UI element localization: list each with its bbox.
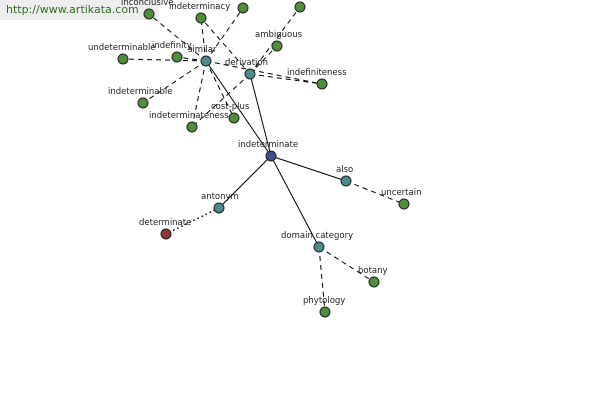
edge-domain-category-to-botany [318,246,375,283]
node-label-determinate[interactable]: determinate [139,218,191,228]
label-layer: indeterminate similar derivation also antony… [88,0,421,306]
edge-similar-to-undeterminable [122,58,207,62]
edge-similar-to-inconclusive [148,13,207,62]
node-label-also[interactable]: also [336,165,353,175]
node-leaf-top2[interactable] [294,1,306,13]
edge-similar-to-cost-plus [205,60,235,119]
node-label-phytology[interactable]: phytology [303,296,345,306]
node-label-inconclusive[interactable]: inconclusive [121,0,173,8]
edge-similar-to-leaf-top1 [205,7,244,62]
edge-antonym-to-determinate [165,207,220,235]
edge-indeterminate-to-domain-category [270,155,320,248]
edge-derivation-to-indeterminacy [200,17,251,75]
node-indefiniteness[interactable] [316,78,328,90]
node-label-botany[interactable]: botany [358,266,388,276]
node-similar[interactable] [200,55,212,67]
edge-similar-to-indeterminacy [200,17,207,62]
node-indeterminable[interactable] [137,97,149,109]
node-antonym[interactable] [213,202,225,214]
edge-indeterminate-to-also [270,155,347,182]
node-cost-plus[interactable] [228,112,240,124]
edge-indeterminate-to-antonym [218,155,272,209]
node-label-indefinity[interactable]: indefinity [152,41,192,51]
node-label-uncertain[interactable]: uncertain [381,188,421,198]
artikata-url-watermark[interactable]: http://www.artikata.com [0,0,159,20]
edge-derivation-to-leaf-top2 [249,6,301,75]
edge-similar-to-indefiniteness [205,60,323,85]
node-derivation[interactable] [244,68,256,80]
edge-derivation-to-ambiguous [249,45,278,75]
node-label-cost-plus[interactable]: cost-plus [211,102,250,112]
node-determinate[interactable] [160,228,172,240]
node-indeterminate[interactable] [265,150,277,162]
node-label-indeterminateness[interactable]: indeterminateness [149,111,229,121]
edge-indeterminate-to-similar [205,60,272,157]
node-botany[interactable] [368,276,380,288]
edge-indeterminate-to-derivation [249,73,272,157]
node-phytology[interactable] [319,306,331,318]
node-label-indeterminate[interactable]: indeterminate [238,140,298,150]
edge-derivation-to-indeterminateness [191,73,251,128]
edge-derivation-to-indefiniteness [249,73,323,85]
node-ambiguous[interactable] [271,40,283,52]
node-undeterminable[interactable] [117,53,129,65]
edge-layer [122,6,405,313]
node-uncertain[interactable] [398,198,410,210]
edge-similar-to-indeterminateness [191,60,207,128]
node-indeterminacy[interactable] [195,12,207,24]
node-label-derivation[interactable]: derivation [225,58,268,68]
node-domain-category[interactable] [313,241,325,253]
node-leaf-top1[interactable] [237,2,249,14]
node-inconclusive[interactable] [143,8,155,20]
node-label-similar[interactable]: similar [188,45,217,55]
edge-similar-to-indeterminable [142,60,207,104]
node-indeterminateness[interactable] [186,121,198,133]
node-label-indeterminacy[interactable]: indeterminacy [169,2,230,12]
node-label-domain-category[interactable]: domain category [281,231,353,241]
node-label-indeterminable[interactable]: indeterminable [108,87,173,97]
node-also[interactable] [340,175,352,187]
node-layer [117,1,410,318]
node-label-undeterminable[interactable]: undeterminable [88,43,156,53]
node-label-indefiniteness[interactable]: indefiniteness [287,68,347,78]
edge-also-to-uncertain [345,180,405,205]
edge-domain-category-to-phytology [318,246,326,313]
node-indefinity[interactable] [171,51,183,63]
node-label-ambiguous[interactable]: ambiguous [255,30,303,40]
node-label-antonym[interactable]: antonym [201,192,239,202]
